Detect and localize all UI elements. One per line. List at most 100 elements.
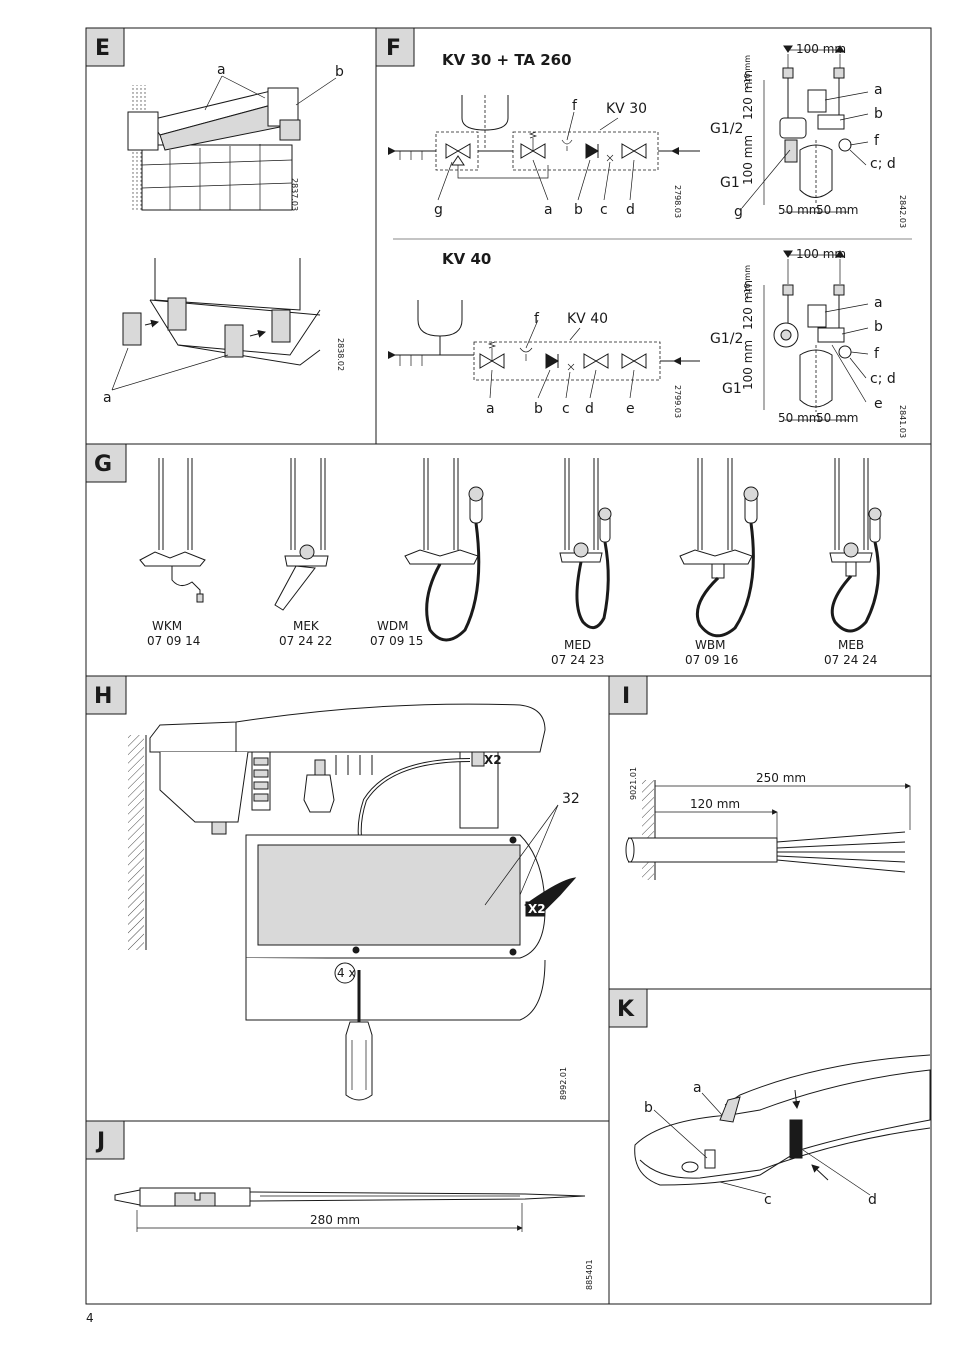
- letter-box-h: H: [85, 675, 127, 715]
- svg-text:f: f: [874, 346, 880, 362]
- dim-280: 280 mm: [310, 1213, 360, 1227]
- letter-box-g: G: [85, 443, 127, 483]
- section-e-bottom-illustration: a 2838.02: [103, 258, 345, 406]
- letter-box-k: K: [608, 988, 648, 1028]
- svg-text:c; d: c; d: [870, 156, 896, 172]
- svg-text:2798.03: 2798.03: [673, 185, 682, 218]
- label-x2-side: X2: [528, 902, 546, 916]
- dim-250: 250 mm: [756, 771, 806, 785]
- svg-text:100 mm: 100 mm: [796, 247, 846, 261]
- svg-text:07 24 23: 07 24 23: [551, 653, 604, 667]
- svg-text:50 mm: 50 mm: [816, 411, 858, 425]
- svg-text:G1: G1: [720, 175, 740, 191]
- svg-text:MEB: MEB: [838, 638, 864, 652]
- svg-text:2842.03: 2842.03: [898, 195, 907, 228]
- svg-text:g: g: [734, 204, 743, 220]
- svg-text:a: a: [874, 82, 883, 98]
- svg-text:2841.03: 2841.03: [898, 405, 907, 438]
- svg-text:G1: G1: [722, 381, 742, 397]
- svg-text:07 09 14: 07 09 14: [147, 634, 200, 648]
- page-number: 4: [86, 1311, 94, 1325]
- svg-text:~10 mm: ~10 mm: [743, 265, 752, 300]
- faucet-wdm: WDM 07 09 15: [370, 458, 484, 648]
- svg-text:50 mm: 50 mm: [778, 411, 820, 425]
- section-f-kv30-schematic: KV 30 + TA 260 KV 30 g a b: [388, 51, 700, 218]
- kv30-title: KV 30 + TA 260: [442, 51, 572, 69]
- panel-grid: [85, 27, 932, 1305]
- svg-text:b: b: [874, 106, 883, 122]
- section-f-kv30-assembly: 100 mm ~10 mm 120 mm 100 mm G1/2 G1 50 m…: [710, 42, 907, 228]
- label-k-b: b: [644, 1100, 653, 1116]
- faucet-wkm: WKM 07 09 14: [139, 458, 206, 648]
- svg-text:c; d: c; d: [870, 371, 896, 387]
- svg-text:07 09 15: 07 09 15: [370, 634, 423, 648]
- faucet-meb: MEB 07 24 24: [824, 458, 882, 667]
- svg-text:885401: 885401: [585, 1259, 594, 1290]
- svg-text:a: a: [486, 401, 495, 417]
- code-e-1: 2837.03: [290, 178, 299, 211]
- section-i-cable-strip: 250 mm 120 mm 9021.01: [625, 767, 911, 880]
- svg-text:~10 mm: ~10 mm: [743, 55, 752, 90]
- section-h-illustration: X2 X2 32 4 x 8992.01: [128, 703, 580, 1101]
- svg-text:F: F: [386, 36, 401, 61]
- svg-text:a: a: [544, 202, 553, 218]
- label-4x: 4 x: [337, 966, 356, 980]
- svg-text:100 mm: 100 mm: [741, 340, 755, 390]
- svg-text:J: J: [95, 1129, 105, 1154]
- svg-text:H: H: [94, 684, 112, 709]
- svg-text:07 09 16: 07 09 16: [685, 653, 738, 667]
- svg-text:g: g: [434, 202, 443, 218]
- svg-text:c: c: [600, 202, 608, 218]
- letter-box-e: E: [85, 27, 125, 67]
- svg-text:b: b: [534, 401, 543, 417]
- faucet-wbm: WBM 07 09 16: [679, 458, 759, 667]
- kv40-group-label: KV 40: [567, 311, 608, 327]
- svg-text:50 mm: 50 mm: [778, 203, 820, 217]
- svg-text:07 24 22: 07 24 22: [279, 634, 332, 648]
- svg-text:f: f: [534, 311, 540, 327]
- letter-box-j: J: [85, 1120, 125, 1160]
- svg-text:100 mm: 100 mm: [796, 42, 846, 56]
- svg-text:G1/2: G1/2: [710, 331, 743, 347]
- section-f-kv40-assembly: 100 mm ~10 mm 120 mm 100 mm G1/2 G1 50 m…: [710, 247, 907, 438]
- label-x2-top: X2: [484, 753, 502, 767]
- label-e-b-top: b: [335, 64, 344, 80]
- svg-text:b: b: [574, 202, 583, 218]
- letter-box-f: F: [375, 27, 415, 67]
- label-k-c: c: [764, 1192, 772, 1208]
- svg-text:d: d: [626, 202, 635, 218]
- section-g-faucets: WKM 07 09 14 MEK 07 24 22 WDM 07 09 15: [139, 458, 882, 667]
- svg-text:07 24 24: 07 24 24: [824, 653, 877, 667]
- label-k-d: d: [868, 1192, 877, 1208]
- section-f-kv40-schematic: KV 40 KV 40 a b c d e f 2799.03: [388, 250, 700, 418]
- callout-32: 32: [562, 791, 580, 807]
- svg-text:WKM: WKM: [152, 619, 182, 633]
- svg-text:8992.01: 8992.01: [559, 1067, 568, 1100]
- letter-box-i: I: [608, 675, 648, 715]
- svg-text:d: d: [585, 401, 594, 417]
- svg-text:I: I: [622, 684, 630, 709]
- dim-120: 120 mm: [690, 797, 740, 811]
- svg-text:c: c: [562, 401, 570, 417]
- faucet-mek: MEK 07 24 22: [274, 458, 332, 648]
- svg-text:G: G: [94, 452, 112, 477]
- svg-text:e: e: [626, 401, 635, 417]
- section-e-top-illustration: a b 2837.03: [127, 62, 344, 211]
- section-letters: E F G H I J K: [85, 27, 648, 1160]
- svg-text:MEK: MEK: [293, 619, 320, 633]
- svg-text:E: E: [95, 36, 110, 61]
- svg-text:9021.01: 9021.01: [629, 767, 638, 800]
- svg-text:120 mm: 120 mm: [741, 280, 755, 330]
- section-k-clip: a b c d: [634, 1054, 931, 1208]
- svg-text:K: K: [617, 997, 635, 1022]
- svg-text:120 mm: 120 mm: [741, 70, 755, 120]
- faucet-med: MED 07 24 23: [551, 458, 612, 667]
- svg-text:50 mm: 50 mm: [816, 203, 858, 217]
- label-e-a-top: a: [217, 62, 226, 78]
- label-k-a: a: [693, 1080, 702, 1096]
- svg-text:2799.03: 2799.03: [673, 385, 682, 418]
- svg-text:f: f: [874, 133, 880, 149]
- svg-text:f: f: [572, 98, 578, 114]
- code-e-2: 2838.02: [336, 338, 345, 371]
